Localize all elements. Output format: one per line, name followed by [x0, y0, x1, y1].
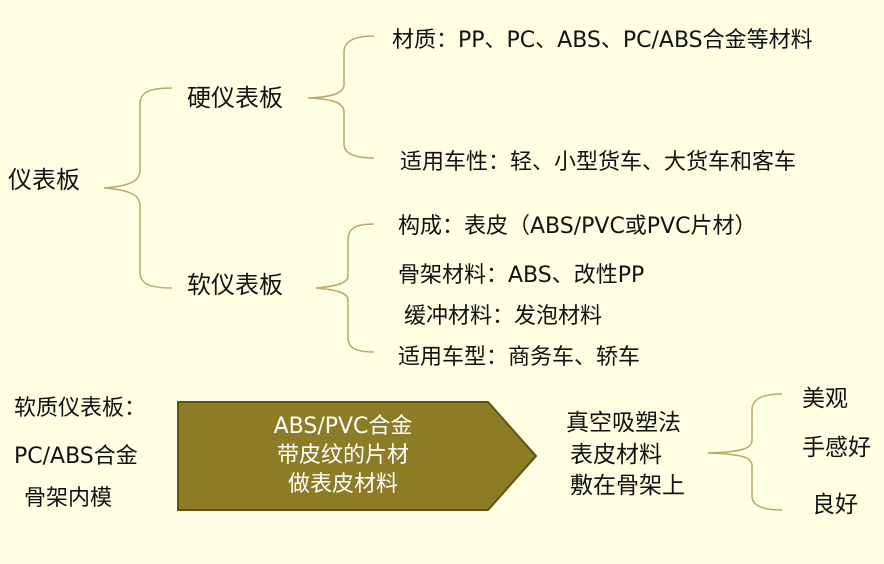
soft-cushion-item: 缓冲材料：发泡材料	[404, 304, 603, 329]
arrow-text: ABS/PVC合金 带皮纹的片材 做表皮材料	[178, 400, 508, 510]
hard-brace	[307, 35, 375, 159]
hard-usage-item: 适用车性：轻、小型货车、大货车和客车	[400, 150, 797, 175]
result-beautiful: 美观	[802, 386, 848, 412]
root-brace	[103, 87, 173, 289]
soft-dashboard-label: 软仪表板	[187, 271, 283, 299]
results-brace	[707, 393, 783, 511]
soft-brace	[315, 223, 375, 353]
soft-usage-item: 适用车型：商务车、轿车	[398, 345, 641, 370]
process-arrow	[177, 401, 538, 511]
result-good-feel: 手感好	[802, 435, 871, 461]
arrow-line-3: 做表皮材料	[287, 471, 398, 497]
arrow-line-1: ABS/PVC合金	[273, 413, 413, 439]
process-line-3: 敷在骨架上	[570, 473, 685, 499]
soft-frame-item: 骨架材料：ABS、改性PP	[398, 263, 645, 288]
pcabs-label: PC/ABS合金	[14, 444, 138, 469]
hard-dashboard-label: 硬仪表板	[187, 84, 283, 112]
soft-title-label: 软质仪表板：	[14, 396, 147, 421]
root-label: 仪表板	[8, 166, 80, 194]
process-line-1: 真空吸塑法	[566, 410, 681, 436]
frame-mold-label: 骨架内模	[24, 486, 113, 511]
process-line-2: 表皮材料	[570, 442, 662, 468]
arrow-line-2: 带皮纹的片材	[276, 442, 409, 468]
soft-composition-item: 构成：表皮（ABS/PVC或PVC片材）	[398, 214, 757, 239]
hard-material-item: 材质：PP、PC、ABS、PC/ABS合金等材料	[392, 28, 813, 53]
result-good: 良好	[812, 492, 858, 518]
